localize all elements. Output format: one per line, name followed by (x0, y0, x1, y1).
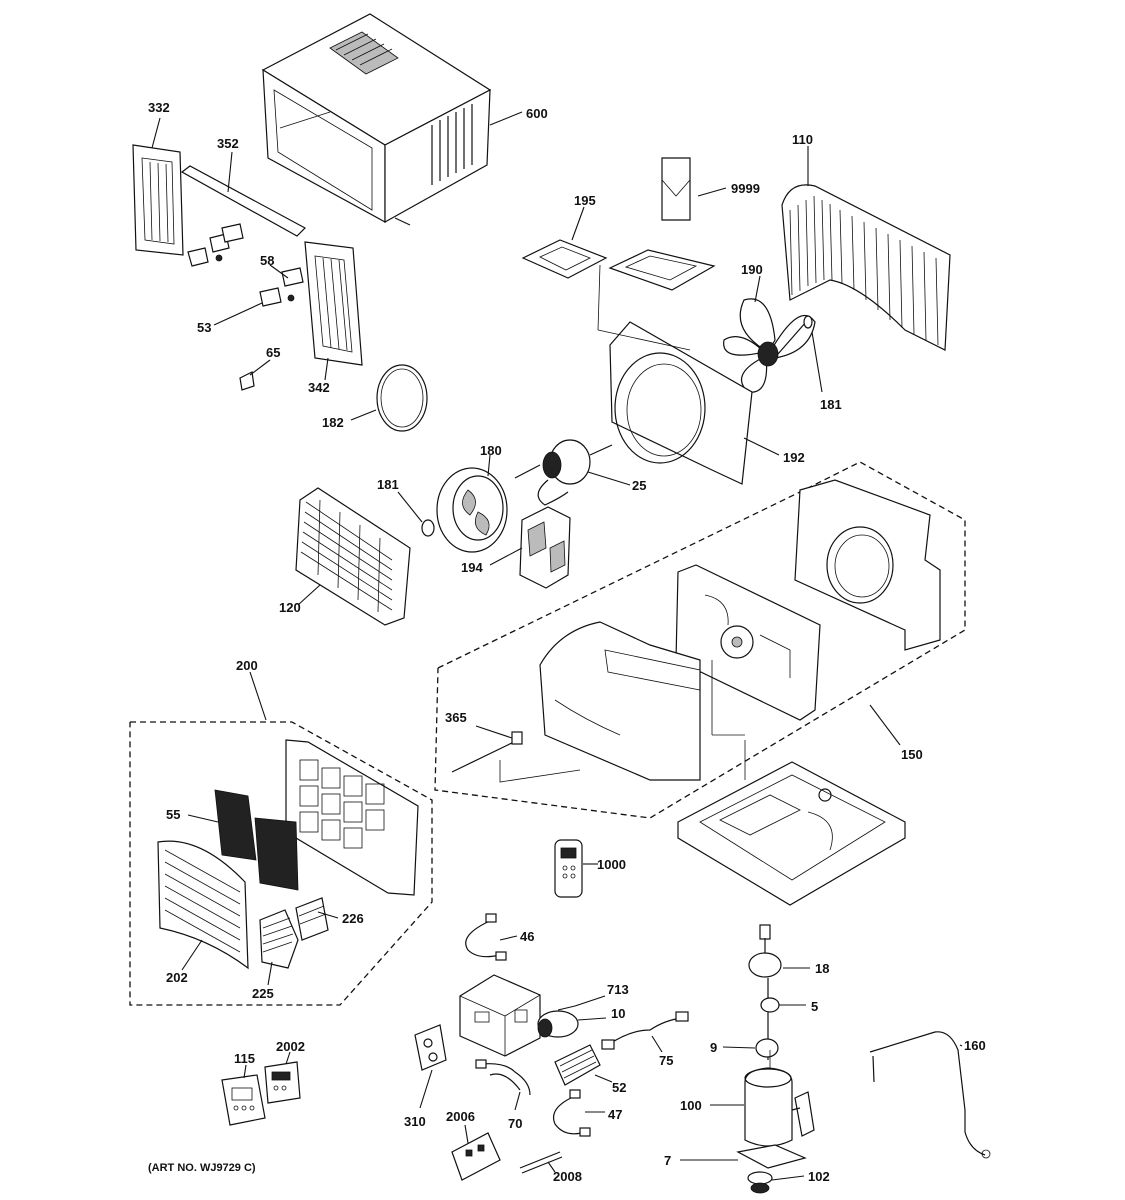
callout-10: 10 (611, 1006, 625, 1021)
motor-25: 25 (514, 439, 646, 506)
cabinet-side-louvers (431, 104, 473, 185)
compressor-100: 18 5 9 100 7 102 (664, 924, 830, 1194)
callout-7: 7 (664, 1153, 671, 1168)
remote-control-1000: 1000 (554, 839, 626, 898)
louver-225: 225 (252, 909, 299, 1001)
bracket-195: 195 (521, 193, 716, 291)
overlay-2002: 2002 (264, 1039, 305, 1104)
callout-2008: 2008 (553, 1169, 582, 1184)
callout-310: 310 (404, 1114, 426, 1129)
callout-5: 5 (811, 999, 818, 1014)
callout-365: 365 (445, 710, 467, 725)
orifice-192: 192 (597, 264, 805, 485)
shroud-ring-182: 182 (322, 364, 428, 432)
callout-115: 115 (234, 1051, 255, 1066)
thermistor-365: 365 (445, 710, 581, 783)
callout-600: 600 (526, 106, 548, 121)
board-2006: 2006 (446, 1109, 501, 1181)
harness-70: 70 (475, 1059, 531, 1131)
callout-47: 47 (608, 1107, 622, 1122)
control-panel-115: 115 (221, 1051, 266, 1126)
fan-blade-190: 190 181 (723, 262, 842, 412)
callout-713: 713 (607, 982, 629, 997)
grille-202: 202 (157, 840, 249, 985)
front-frame-grid (299, 759, 385, 849)
callout-46: 46 (520, 929, 534, 944)
callout-18: 18 (815, 961, 829, 976)
switch-310: 310 (404, 1024, 447, 1129)
tube-160: 160 (869, 1031, 991, 1159)
callout-1000: 1000 (597, 857, 626, 872)
callout-120: 120 (279, 600, 301, 615)
callout-150: 150 (901, 747, 923, 762)
callout-9999: 9999 (731, 181, 760, 196)
callout-9: 9 (710, 1040, 717, 1055)
callout-226: 226 (342, 911, 364, 926)
callout-195: 195 (574, 193, 596, 208)
callout-352: 352 (217, 136, 239, 151)
filter-55: 55 (166, 789, 299, 891)
front-panel-group-200: 200 55 (129, 658, 433, 1006)
callout-182: 182 (322, 415, 344, 430)
callout-181-top: 181 (820, 397, 842, 412)
cable-2008: 2008 (519, 1151, 582, 1184)
callout-2002: 2002 (276, 1039, 305, 1054)
evaporator-120: 120 181 (279, 477, 435, 626)
manual-9999: 9999 (661, 157, 760, 221)
callout-65: 65 (266, 345, 280, 360)
harness-75: 75 (601, 1011, 689, 1068)
callout-55: 55 (166, 807, 180, 822)
callout-75: 75 (659, 1053, 673, 1068)
art-number: (ART NO. WJ9729 C) (148, 1162, 256, 1174)
cabinet-600: 600 (261, 13, 548, 226)
brackets: 58 53 65 (187, 223, 304, 391)
callout-100: 100 (680, 1098, 702, 1113)
callout-190: 190 (741, 262, 763, 277)
callout-2006: 2006 (446, 1109, 475, 1124)
callout-200: 200 (236, 658, 258, 673)
callout-194: 194 (461, 560, 483, 575)
callout-342: 342 (308, 380, 330, 395)
top-rail-352: 352 (180, 136, 306, 237)
callout-192: 192 (783, 450, 805, 465)
control-box (459, 974, 541, 1057)
callout-332: 332 (148, 100, 170, 115)
harness-46: 46 (465, 913, 534, 961)
callout-180: 180 (480, 443, 502, 458)
callout-110: 110 (792, 132, 813, 147)
capacitor-10: 713 10 (537, 982, 629, 1038)
side-curtain-342: 342 (304, 241, 363, 395)
callout-70: 70 (508, 1116, 522, 1131)
motor-bracket-194: 194 (461, 506, 571, 589)
callout-52: 52 (612, 1080, 626, 1095)
louver-226: 226 (295, 897, 364, 941)
callout-58: 58 (260, 253, 274, 268)
cabinet-top-vent (329, 31, 399, 75)
callout-102: 102 (808, 1169, 830, 1184)
assembly-group-150: 150 (434, 461, 966, 819)
blower-wheel-180: 180 (436, 443, 508, 553)
callout-25: 25 (632, 478, 646, 493)
cover-52: 52 (554, 1044, 626, 1095)
callout-181-bottom: 181 (377, 477, 399, 492)
callout-53: 53 (197, 320, 211, 335)
callout-160: 160 (964, 1038, 986, 1053)
condenser-coil-110: 110 (781, 132, 951, 351)
harness-47: 47 (553, 1089, 622, 1137)
callout-225: 225 (252, 986, 274, 1001)
side-curtain-332: 332 (132, 100, 184, 256)
base-pan (677, 740, 906, 906)
callout-202: 202 (166, 970, 188, 985)
